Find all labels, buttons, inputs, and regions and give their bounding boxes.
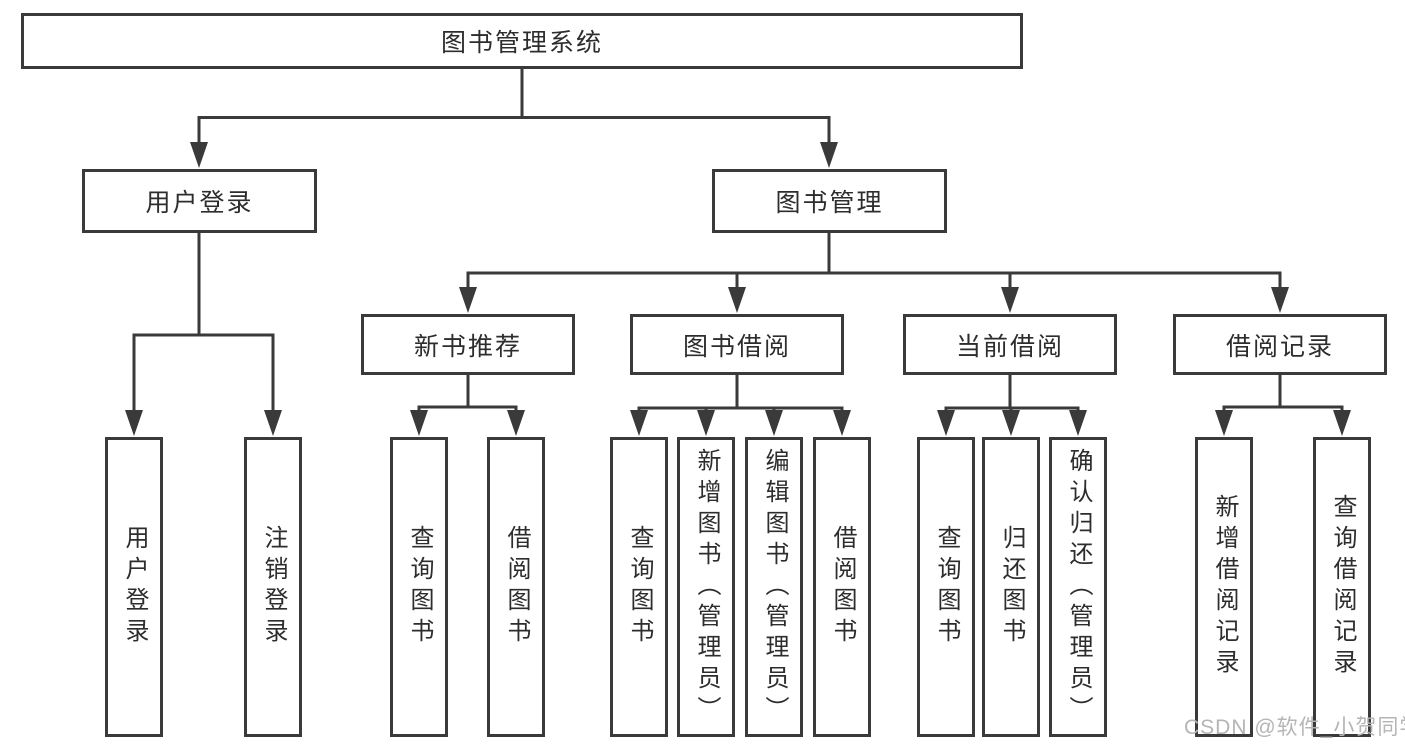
watermark: CSDN @软件_小贺同学	[1184, 716, 1405, 739]
node-borrow-records: 借阅记录	[1173, 314, 1387, 375]
node-new-book-recommend: 新书推荐	[361, 314, 575, 375]
leaf-query-borrow-record: 查询借阅记录	[1313, 437, 1371, 737]
node-current-borrow: 当前借阅	[903, 314, 1117, 375]
leaf-borrow-books-borrow: 借阅图书	[813, 437, 871, 737]
node-book-borrow: 图书借阅	[630, 314, 844, 375]
leaf-edit-book-admin: 编辑图书（管理员）	[745, 437, 803, 737]
leaf-query-books-borrow: 查询图书	[610, 437, 668, 737]
leaf-query-books-current: 查询图书	[917, 437, 975, 737]
leaf-confirm-return-admin: 确认归还（管理员）	[1049, 437, 1107, 737]
leaf-add-borrow-record: 新增借阅记录	[1195, 437, 1253, 737]
node-root: 图书管理系统	[21, 13, 1023, 69]
node-user-login: 用户登录	[82, 169, 317, 233]
leaf-borrow-books-recommend: 借阅图书	[487, 437, 545, 737]
leaf-add-book-admin: 新增图书（管理员）	[677, 437, 735, 737]
node-book-management: 图书管理	[712, 169, 947, 233]
leaf-query-books-recommend: 查询图书	[390, 437, 448, 737]
leaf-logout: 注销登录	[244, 437, 302, 737]
leaf-user-login: 用户登录	[105, 437, 163, 737]
leaf-return-book: 归还图书	[982, 437, 1040, 737]
